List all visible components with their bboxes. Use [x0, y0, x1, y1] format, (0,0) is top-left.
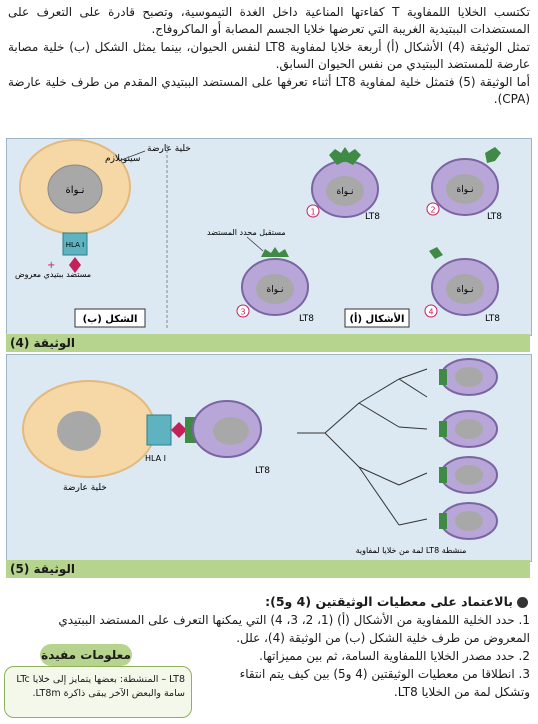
document-4-figure: نـواة HLA I سيتوبلازم خلية عارضة مستضد ب… [6, 138, 532, 336]
intro-paragraph-2: تمثل الوثيقة (4) الأشكال (أ) أربعة خلايا… [8, 40, 531, 71]
lt-cell-doc5 [185, 400, 262, 458]
clone-cell [439, 358, 498, 396]
presenting-cell-doc5 [22, 380, 187, 478]
clone-cell [439, 410, 498, 448]
svg-text:LT8: LT8 [487, 212, 502, 222]
intro-text: تكتسب الخلايا اللمفاوية T كفاءتها المناع… [8, 4, 530, 109]
doc5-presenting-cell-label: خلية عارضة [63, 483, 107, 493]
questions-title: بالاعتماد على معطيات الوثيقتين (4 و5): [8, 594, 528, 609]
svg-text:2: 2 [430, 206, 435, 215]
specific-receptor-label: مستقبل محدد المستضد [207, 228, 286, 237]
info-box: LT8 – المنشطة: بعضها يتمايز إلى خلايا LT… [4, 666, 192, 718]
svg-text:LT8: LT8 [485, 314, 500, 324]
question-3: 3. انطلاقا من معطيات الوثيقتين (4 و5) بي… [239, 667, 530, 699]
svg-text:4: 4 [428, 308, 433, 317]
svg-text:LT8: LT8 [365, 212, 380, 222]
lt-cell-3: نـواة 3 LT8 [236, 247, 314, 324]
antigen-diamond [69, 257, 81, 273]
document-5-label-bar: الوثيقة (5) [6, 560, 530, 578]
svg-text:LT8: LT8 [299, 314, 314, 324]
document-4-label: الوثيقة (4) [10, 336, 75, 350]
clone-cell [439, 456, 498, 494]
document-5-figure: خلية عارضة HLA I LT8 [6, 354, 532, 562]
document-5-diagram: خلية عارضة HLA I LT8 [22, 358, 498, 555]
clone-caption: لمة من خلايا لمفاوية LT8 منشطة [356, 546, 467, 555]
shape-b-label: الشكل (ب) [83, 314, 138, 325]
intro-paragraph-1: تكتسب الخلايا اللمفاوية T كفاءتها المناع… [8, 5, 531, 36]
document-4-label-bar: الوثيقة (4) [6, 334, 530, 352]
hla-label: HLA I [66, 241, 84, 249]
doc5-lt-label: LT8 [255, 466, 270, 476]
info-box-text: LT8 – المنشطة: بعضها يتمايز إلى خلايا LT… [16, 674, 185, 699]
lt-cell-1: نـواة 1 LT8 [306, 147, 380, 222]
lt-cell-2: نـواة 2 LT8 [426, 147, 502, 222]
document-4-diagram: نـواة HLA I سيتوبلازم خلية عارضة مستضد ب… [15, 139, 502, 329]
svg-text:نـواة: نـواة [266, 285, 283, 295]
shape-a-label: الأشكال (أ) [349, 312, 404, 325]
question-2: 2. حدد مصدر الخلايا اللمفاوية السامة، ثم… [259, 649, 530, 663]
doc5-hla-label: HLA I [145, 454, 166, 463]
questions-list: 1. حدد الخلية اللمفاوية من الأشكال (أ) (… [8, 611, 530, 701]
antigen-marker: + [47, 260, 55, 271]
nucleus-label: نـواة [66, 185, 85, 196]
clone-tree [297, 368, 428, 526]
bullet-icon [517, 597, 528, 608]
question-1: 1. حدد الخلية اللمفاوية من الأشكال (أ) (… [58, 613, 530, 645]
info-box-title: معلومات مفيدة [40, 644, 132, 666]
svg-text:نـواة: نـواة [456, 285, 473, 295]
lt-cell-4: نـواة 4 LT8 [424, 247, 500, 324]
svg-text:3: 3 [240, 308, 245, 317]
clone-cells [439, 358, 498, 540]
document-5-label: الوثيقة (5) [10, 562, 75, 576]
presenting-cell-label: خلية عارضة [147, 144, 191, 154]
svg-text:1: 1 [310, 208, 315, 217]
clone-cell [439, 502, 498, 540]
antigen-label: مستضد ببتيدي معروض [15, 270, 91, 279]
cytoplasm-label: سيتوبلازم [105, 154, 140, 164]
presenting-cell-b: نـواة HLA I [19, 139, 131, 273]
intro-paragraph-3: أما الوثيقة (5) فتمثل خلية لمفاوية LT8 أ… [8, 75, 530, 106]
svg-text:نـواة: نـواة [336, 187, 353, 197]
svg-text:نـواة: نـواة [456, 185, 473, 195]
